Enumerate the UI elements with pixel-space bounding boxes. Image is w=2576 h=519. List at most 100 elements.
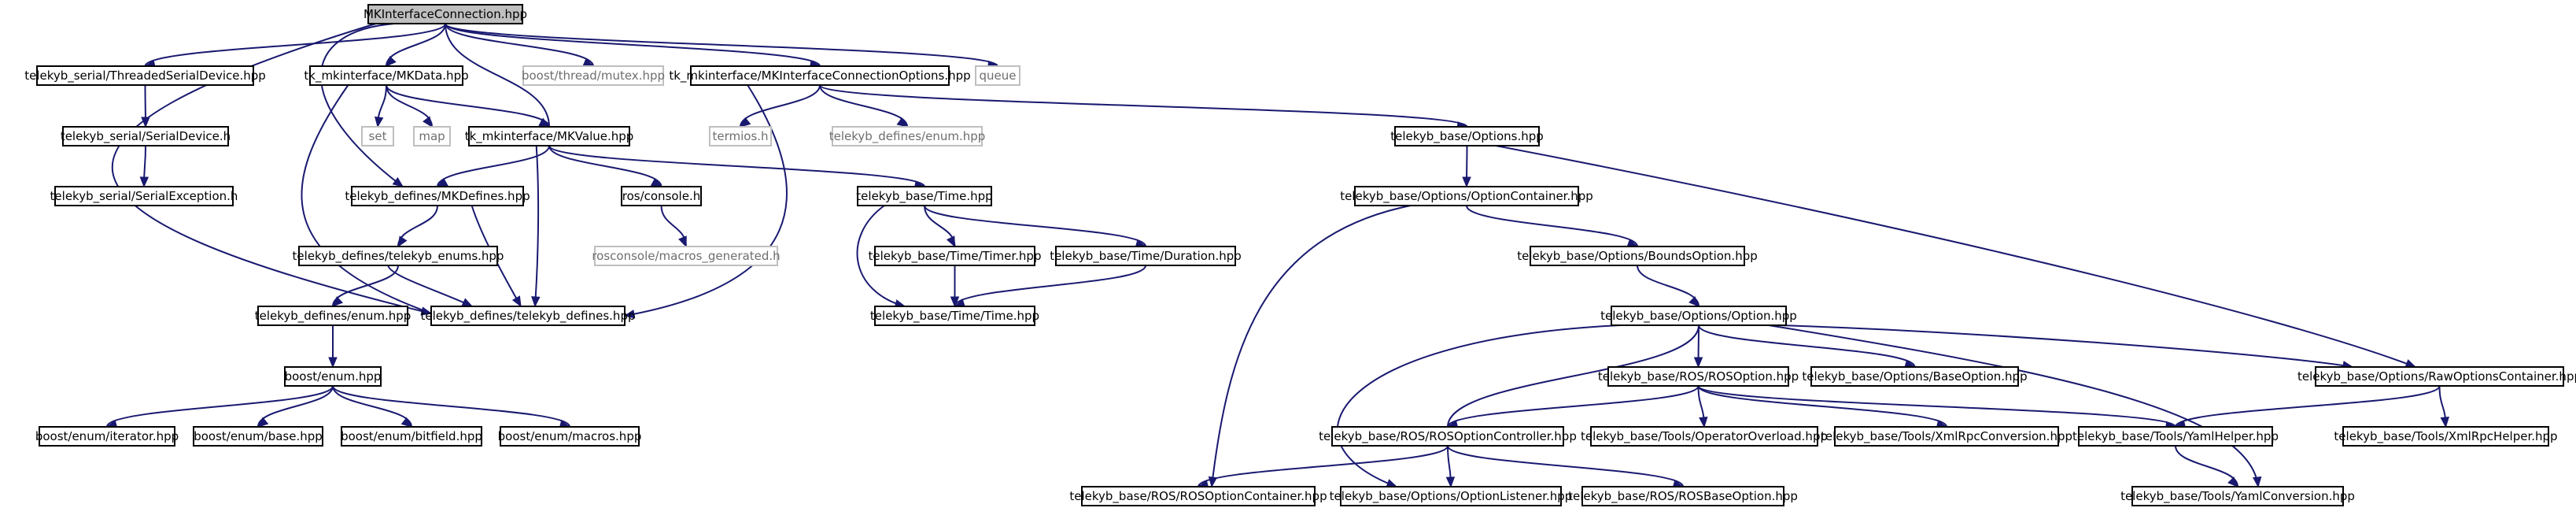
node-label: telekyb_serial/ThreadedSerialDevice.hpp <box>24 69 266 83</box>
file-node-defenum[interactable]: telekyb_defines/enum.hpp <box>255 306 411 326</box>
file-node-xmlrpcconv[interactable]: telekyb_base/Tools/XmlRpcConversion.hpp <box>1821 426 2072 447</box>
file-node-rosoption[interactable]: telekyb_base/ROS/ROSOption.hpp <box>1598 366 1799 387</box>
node-box <box>1607 366 1789 387</box>
file-node-root[interactable]: MKInterfaceConnection.hpp <box>364 4 527 24</box>
node-box <box>1081 486 1316 506</box>
node-label: telekyb_base/Options/OptionListener.hpp <box>1330 489 1573 504</box>
dependency-edge-mkvalue-to-mkdefines <box>437 145 550 187</box>
file-node-rosbaseopt[interactable]: telekyb_base/ROS/ROSBaseOption.hpp <box>1568 486 1798 506</box>
dependency-edge-optcont-to-bounds <box>1466 205 1638 247</box>
file-node-xmlrpchelper[interactable]: telekyb_base/Tools/XmlRpcHelper.hpp <box>2334 426 2558 447</box>
node-box <box>1331 426 1564 447</box>
file-node-iter[interactable]: boost/enum/iterator.hpp <box>35 426 179 447</box>
dependency-edge-tkenums-to-tkdefines <box>387 265 473 307</box>
file-node-optcont[interactable]: telekyb_base/Options/OptionContainer.hpp <box>1340 186 1593 206</box>
file-node-queue: queue <box>975 65 1020 86</box>
dependency-edge-rosoption-to-yamlhelper <box>1697 385 2176 428</box>
file-node-se[interactable]: telekyb_serial/SerialException.h <box>50 186 238 206</box>
file-node-optlistener[interactable]: telekyb_base/Options/OptionListener.hpp <box>1330 486 1573 506</box>
node-box <box>522 65 664 86</box>
dependency-edge-time-to-duration <box>924 205 1146 247</box>
file-node-options[interactable]: telekyb_base/Options.hpp <box>1390 126 1544 146</box>
dependency-edge-rosoptctrl-to-rosbaseopt <box>1447 445 1684 487</box>
node-box <box>2078 426 2273 447</box>
file-node-bitfield[interactable]: boost/enum/bitfield.hpp <box>341 426 482 447</box>
edge-arrowhead <box>623 310 636 319</box>
dependency-edge-root-to-queue <box>445 23 998 67</box>
dependency-edge-option-to-rawopt <box>1777 324 2353 368</box>
node-label: telekyb_serial/SerialException.h <box>50 189 238 204</box>
node-label: set <box>369 129 387 143</box>
file-node-roscon[interactable]: ros/console.h <box>621 186 702 206</box>
file-node-yamlconv[interactable]: telekyb_base/Tools/YamlConversion.hpp <box>2120 486 2355 506</box>
node-label: telekyb_base/Options/Option.hpp <box>1600 309 1797 324</box>
file-node-sd[interactable]: telekyb_serial/SerialDevice.h <box>61 126 231 146</box>
edge-arrowhead <box>139 176 149 188</box>
dependency-edge-boostenum-to-emacros <box>332 385 570 428</box>
file-node-tsd[interactable]: telekyb_serial/ThreadedSerialDevice.hpp <box>24 65 266 86</box>
dependency-edge-rosoption-to-xmlrpcconv <box>1697 385 1947 428</box>
node-box <box>468 126 630 146</box>
file-node-duration[interactable]: telekyb_base/Time/Duration.hpp <box>1050 246 1242 266</box>
node-label: termios.h <box>712 129 768 143</box>
file-node-ebase[interactable]: boost/enum/base.hpp <box>193 426 323 447</box>
file-node-termios: termios.h <box>709 126 772 146</box>
file-node-defenumhpp_ext: telekyb_defines/enum.hpp <box>829 126 985 146</box>
file-node-yamlhelper[interactable]: telekyb_base/Tools/YamlHelper.hpp <box>2072 426 2279 447</box>
node-box <box>351 186 524 206</box>
node-label: tk_mkinterface/MKData.hpp <box>304 69 468 83</box>
node-label: telekyb_base/Options/BaseOption.hpp <box>1802 369 2027 384</box>
file-node-baseoption[interactable]: telekyb_base/Options/BaseOption.hpp <box>1802 366 2028 387</box>
node-box <box>832 126 983 146</box>
node-label: MKInterfaceConnection.hpp <box>364 7 527 21</box>
file-node-emacros[interactable]: boost/enum/macros.hpp <box>498 426 642 447</box>
file-node-tkenums[interactable]: telekyb_defines/telekyb_enums.hpp <box>293 246 504 266</box>
file-node-rosoptctrl[interactable]: telekyb_base/ROS/ROSOptionController.hpp <box>1319 426 1577 447</box>
dependency-edge-mkvalue-to-tkdefines <box>534 145 540 307</box>
dependency-edge-option-to-baseoption <box>1698 324 1916 368</box>
node-box <box>54 186 234 206</box>
file-node-macrosgen: rosconsole/macros_generated.h <box>592 246 781 266</box>
edge-arrowhead <box>423 116 433 128</box>
node-box <box>1590 426 1818 447</box>
edge-arrowhead <box>511 295 522 308</box>
node-label: telekyb_base/Time/Time.hpp <box>870 309 1039 324</box>
file-node-option[interactable]: telekyb_base/Options/Option.hpp <box>1600 306 1797 326</box>
file-node-bounds[interactable]: telekyb_base/Options/BoundsOption.hpp <box>1517 246 1758 266</box>
file-node-rawopt[interactable]: telekyb_base/Options/RawOptionsContainer… <box>2297 366 2576 387</box>
file-node-timer[interactable]: telekyb_base/Time/Timer.hpp <box>869 246 1042 266</box>
node-box <box>193 426 323 447</box>
file-node-rosoptcont[interactable]: telekyb_base/ROS/ROSOptionContainer.hpp <box>1069 486 1327 506</box>
file-node-timetime[interactable]: telekyb_base/Time/Time.hpp <box>870 306 1039 326</box>
edge-arrowhead <box>386 55 397 67</box>
node-label: telekyb_base/Tools/XmlRpcHelper.hpp <box>2334 429 2557 444</box>
dependency-edge-duration-to-timetime <box>954 265 1146 307</box>
node-label: boost/enum.hpp <box>285 369 382 384</box>
file-node-mkopts[interactable]: tk_mkinterface/MKInterfaceConnectionOpti… <box>669 65 971 86</box>
edge-arrowhead <box>739 117 751 128</box>
node-label: rosconsole/macros_generated.h <box>592 249 780 264</box>
dependency-edge-boostenum-to-bitfield <box>332 385 412 428</box>
file-node-tkdefines[interactable]: telekyb_defines/telekyb_defines.hpp <box>421 306 636 326</box>
file-node-mkdata[interactable]: tk_mkinterface/MKData.hpp <box>304 65 469 86</box>
node-label: telekyb_defines/enum.hpp <box>255 309 411 324</box>
node-label: boost/thread/mutex.hpp <box>522 69 665 83</box>
node-box <box>709 126 772 146</box>
file-node-opoverload[interactable]: telekyb_base/Tools/OperatorOverload.hpp <box>1581 426 1828 447</box>
edge-arrowhead <box>950 296 960 308</box>
file-node-boostenum[interactable]: boost/enum.hpp <box>284 366 382 387</box>
dependency-edge-option-to-optlistener <box>1336 324 1621 487</box>
file-node-mutex: boost/thread/mutex.hpp <box>522 65 665 86</box>
file-node-mkvalue[interactable]: tk_mkinterface/MKValue.hpp <box>465 126 634 146</box>
file-node-mkdefines[interactable]: telekyb_defines/MKDefines.hpp <box>345 186 530 206</box>
file-node-time[interactable]: telekyb_base/Time.hpp <box>856 186 993 206</box>
edge-arrowhead <box>896 117 909 128</box>
node-label: boost/enum/iterator.hpp <box>35 429 179 443</box>
node-box <box>1340 486 1562 506</box>
edge-arrowhead <box>946 235 956 248</box>
node-box <box>857 186 992 206</box>
node-box <box>1810 366 2019 387</box>
dependency-edge-rawopt-to-yamlhelper <box>2175 385 2441 428</box>
dependency-edge-mkopts-to-options <box>819 84 1468 128</box>
node-box <box>874 306 1035 326</box>
